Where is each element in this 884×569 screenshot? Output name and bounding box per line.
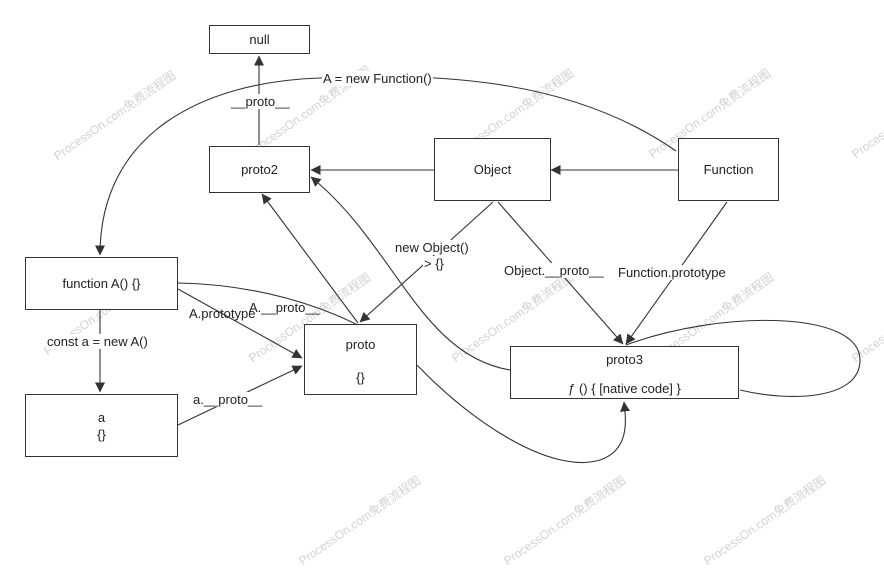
label-instance-proto: a.__proto__ <box>192 392 264 407</box>
node-proto: proto {} <box>304 324 417 395</box>
node-proto-value: {} <box>356 370 365 385</box>
edge-proto3-proto2 <box>310 176 511 371</box>
node-a: a {} <box>25 394 178 457</box>
label-function-a: A = new Function() <box>322 71 433 86</box>
node-function: Function <box>678 138 779 201</box>
label-a-new-a: const a = new A() <box>46 334 149 349</box>
node-proto3-value: ƒ () { [native code] } <box>568 381 681 396</box>
label-a-prototype: A.prototype <box>189 306 256 321</box>
node-proto3: proto3 ƒ () { [native code] } <box>510 346 739 399</box>
watermark: ProcessOn.com免费流程图 <box>501 473 629 569</box>
node-function-label: Function <box>703 162 754 177</box>
node-null-label: null <box>249 32 270 47</box>
label-object-proto-2: > {} <box>423 256 445 271</box>
watermark: ProcessOn.com免费流程图 <box>701 473 829 569</box>
edge-proto3-self <box>625 319 861 397</box>
diagram-canvas: ProcessOn.com免费流程图 ProcessOn.com免费流程图 Pr… <box>25 25 884 568</box>
label-a-dunder-proto: A.__proto__ <box>249 300 320 315</box>
node-proto3-name: proto3 <box>606 352 643 367</box>
edge-function-A <box>95 76 677 256</box>
node-a-name: a <box>97 409 106 425</box>
node-proto2: proto2 <box>209 146 310 193</box>
node-null: null <box>209 25 310 54</box>
node-proto-name: proto <box>345 337 376 352</box>
label-proto2-null: __proto__ <box>230 94 291 109</box>
label-object-proto-1: new Object() <box>394 240 470 255</box>
label-function-proto3: Function.prototype <box>617 265 727 280</box>
edge-A-proto3 <box>177 282 631 463</box>
label-object-proto3: Object.__proto__ <box>503 263 605 278</box>
node-a-value: {} <box>97 426 106 442</box>
edge-A-prototype <box>177 288 303 359</box>
node-function-a-label: function A() {} <box>62 276 141 291</box>
node-function-a: function A() {} <box>25 257 178 310</box>
edge-proto-proto2 <box>261 193 359 324</box>
node-object: Object <box>434 138 551 201</box>
node-proto2-label: proto2 <box>241 162 278 177</box>
node-object-label: Object <box>473 162 512 177</box>
watermark: ProcessOn.com免费流程图 <box>296 473 424 569</box>
